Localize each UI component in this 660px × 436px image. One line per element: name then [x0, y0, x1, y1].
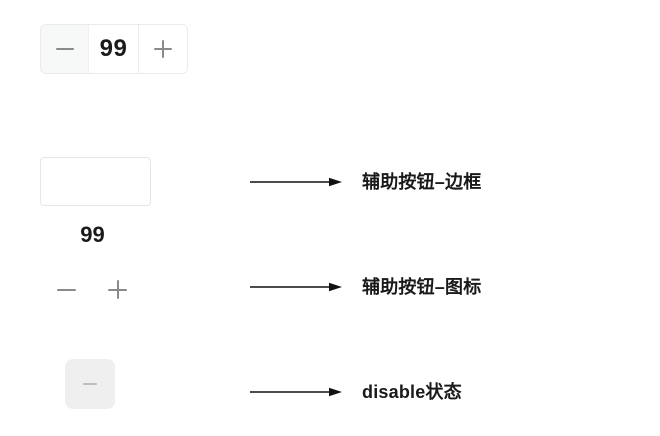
stepper-value-input[interactable]: 99 — [99, 35, 128, 62]
plus-icon — [154, 40, 172, 58]
annotation-arrow-icon — [250, 282, 342, 292]
stepper-disabled-button — [65, 359, 115, 409]
minus-icon[interactable] — [57, 289, 76, 291]
stepper-decrease-button[interactable] — [41, 25, 89, 73]
annotation-arrow-border — [250, 177, 342, 187]
stepper-control: 99 — [40, 24, 188, 74]
stepper-increase-button[interactable] — [138, 25, 187, 73]
annotation-label-border: 辅助按钮–边框 — [362, 172, 482, 192]
stepper-value-text: 99 — [80, 222, 105, 247]
annotation-label-icon: 辅助按钮–图标 — [362, 277, 482, 297]
annotation-arrow-disabled — [250, 387, 342, 397]
stepper-icons-example — [57, 279, 127, 299]
minus-icon — [83, 383, 97, 385]
minus-icon — [55, 48, 74, 50]
stepper-border-example[interactable] — [40, 157, 151, 206]
annotation-label-disabled: disable状态 — [362, 382, 462, 402]
plus-icon[interactable] — [108, 280, 127, 299]
